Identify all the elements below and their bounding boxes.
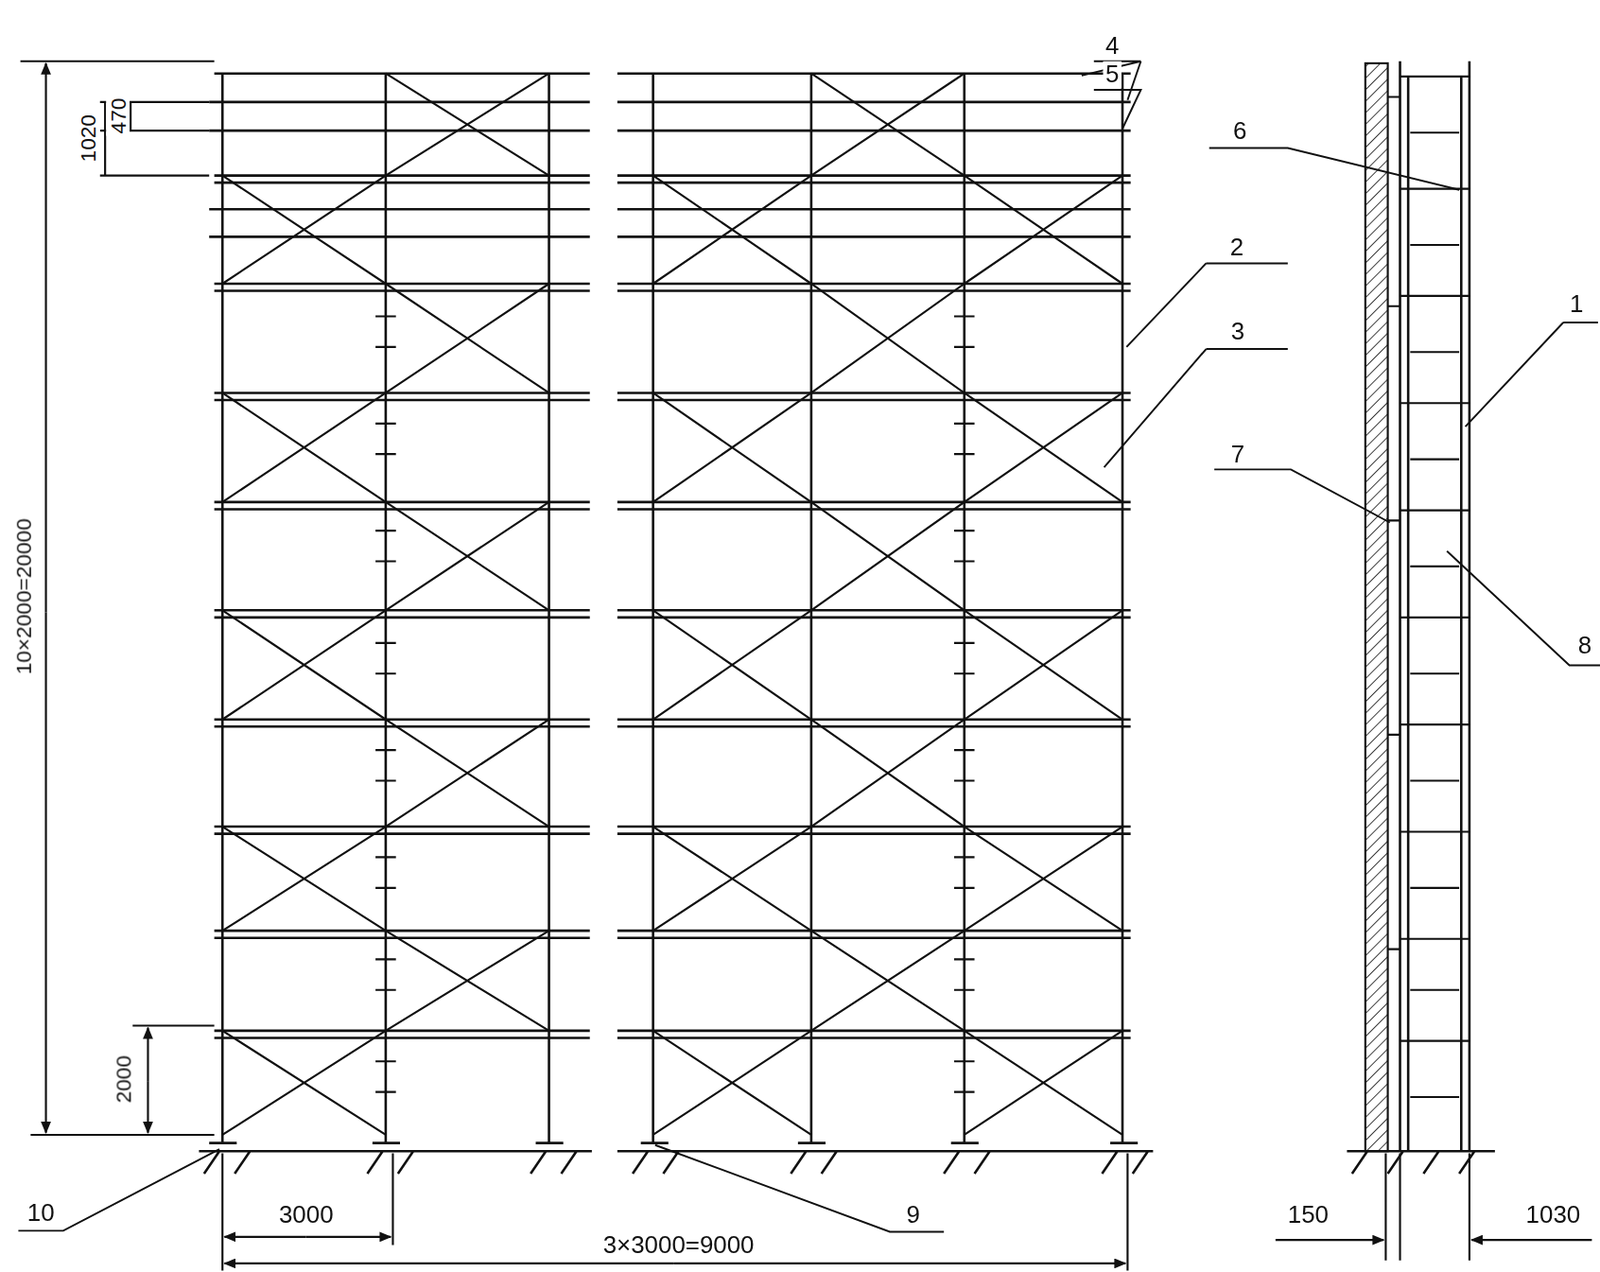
callout-label: 470	[106, 96, 131, 137]
ladder-rung	[375, 316, 974, 1093]
guard-rail	[208, 102, 1131, 237]
callout-label: 150	[1286, 1200, 1332, 1228]
leader-line	[17, 1148, 220, 1231]
callout-label: 3×3000=9000	[600, 1231, 756, 1258]
callout-label: 1	[1567, 290, 1586, 317]
cross-brace	[222, 73, 549, 1135]
dimension-line	[20, 61, 215, 1135]
cross-brace	[653, 73, 1123, 1135]
wall-section	[1365, 63, 1389, 1151]
ledger-bar	[617, 73, 1131, 1039]
callout-label: 4	[1103, 32, 1122, 59]
callout-label: 6	[1231, 117, 1250, 144]
callout-label: 7	[1229, 440, 1248, 468]
callout-label: 8	[1575, 631, 1594, 659]
leader-line	[1446, 551, 1600, 666]
dimension-line	[224, 1235, 306, 1238]
dimension-line	[224, 1262, 674, 1265]
ledger-bar	[214, 73, 591, 1039]
dimension-line	[44, 63, 47, 613]
callout-label: 9	[904, 1200, 922, 1228]
leader-line	[1104, 348, 1288, 468]
callout-label: 2000	[110, 1053, 135, 1106]
dimension-line	[1471, 1238, 1592, 1241]
leader-line	[1126, 262, 1287, 347]
dimension-line	[673, 1262, 1126, 1265]
wall-tie	[1388, 97, 1401, 950]
dimension-line	[222, 1152, 1128, 1270]
callout-label: 10	[25, 1199, 57, 1226]
dimension-line	[44, 611, 47, 1132]
leader-line	[1094, 89, 1142, 129]
callout-label: 1020	[75, 112, 100, 165]
leader-line	[1081, 61, 1142, 101]
ground-line	[1346, 1150, 1495, 1174]
base-plate	[208, 1134, 1138, 1144]
callout-label: 3000	[277, 1200, 336, 1228]
dimension-line	[306, 1235, 392, 1238]
ground-line	[198, 1150, 1153, 1174]
dimension-line	[1275, 1238, 1384, 1241]
dimension-line	[146, 1027, 149, 1082]
callout-label: 2	[1227, 233, 1246, 261]
callout-label: 10×2000=20000	[10, 517, 35, 678]
callout-label: 5	[1103, 61, 1122, 88]
dimension-line	[1385, 1152, 1469, 1260]
side-post	[1400, 61, 1470, 1151]
side-ledger	[1400, 76, 1470, 1097]
callout-label: 3	[1229, 317, 1248, 345]
leader-line	[1209, 147, 1460, 190]
leader-line	[1214, 469, 1391, 522]
dimension-line	[146, 1081, 149, 1133]
callout-label: 1030	[1523, 1200, 1583, 1228]
scaffold-post	[222, 73, 1123, 1135]
leader-line	[655, 1145, 944, 1233]
leader-line	[1465, 322, 1599, 427]
